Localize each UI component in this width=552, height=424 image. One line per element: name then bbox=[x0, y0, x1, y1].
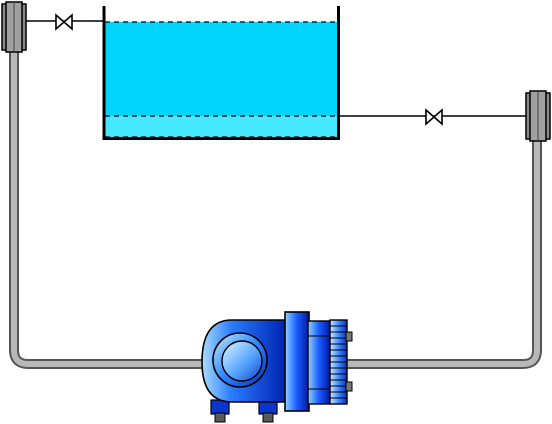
transmitter-display bbox=[221, 340, 263, 382]
gate-valve-icon bbox=[55, 13, 73, 31]
open-tank-icon bbox=[102, 6, 340, 140]
top-connection bbox=[25, 13, 104, 31]
transmitter-flange-ribs bbox=[330, 325, 347, 399]
liquid bbox=[105, 22, 338, 138]
differential-pressure-transmitter-icon bbox=[201, 311, 353, 423]
right-connection bbox=[338, 108, 528, 126]
impulse-line-right bbox=[345, 110, 542, 369]
flange-left bbox=[1, 1, 27, 53]
transmitter-bolt-bottom bbox=[345, 381, 353, 392]
flange-right bbox=[525, 90, 551, 142]
transmitter-bolt-top bbox=[345, 331, 353, 342]
transmitter-sensor-body bbox=[307, 320, 331, 405]
liquid-lower bbox=[105, 116, 338, 138]
transmitter-neck bbox=[284, 311, 310, 412]
impulse-line-left bbox=[9, 48, 205, 369]
liquid-upper bbox=[105, 22, 338, 116]
gate-valve-icon bbox=[425, 108, 443, 126]
